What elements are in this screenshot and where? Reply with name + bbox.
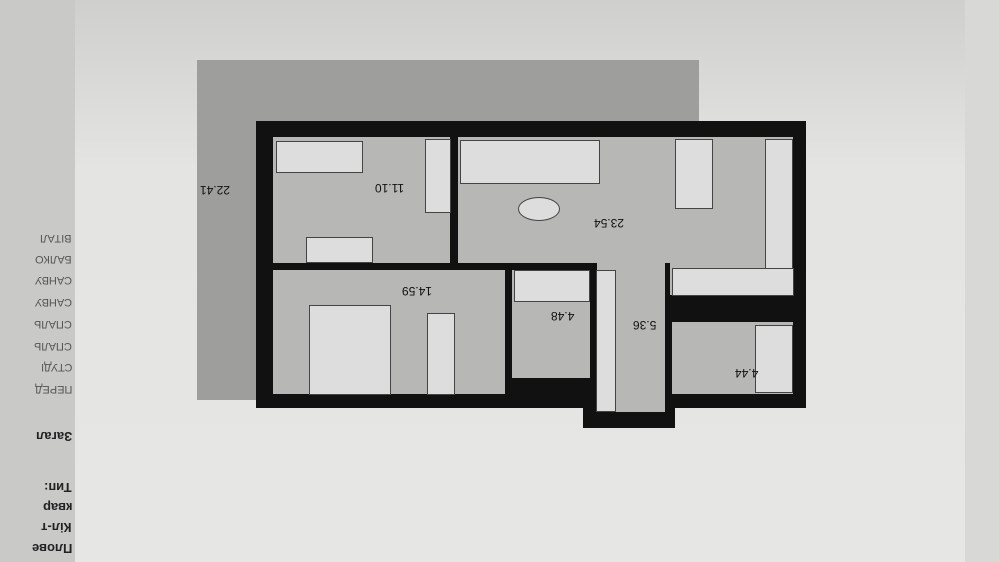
shower bbox=[755, 325, 793, 393]
kitchen-counter bbox=[672, 268, 794, 296]
wardrobe bbox=[427, 313, 455, 395]
left-page: ВІТАЛ БАЛКО САНВУ САНВУ СПАЛЬ СПАЛЬ СТУД… bbox=[0, 0, 75, 562]
area-balcony: 22.41 bbox=[200, 183, 231, 197]
coffee-table bbox=[518, 197, 560, 221]
bathtub bbox=[514, 270, 590, 302]
area-hall: 5.36 bbox=[633, 318, 657, 332]
area-bath: 4.48 bbox=[551, 309, 575, 323]
area-wc: 4.44 bbox=[735, 366, 759, 380]
desk bbox=[306, 237, 373, 263]
sofa bbox=[460, 140, 600, 184]
shelf bbox=[596, 270, 616, 412]
area-living: 23.54 bbox=[594, 216, 625, 230]
bed-single bbox=[276, 141, 363, 173]
dining-table bbox=[675, 139, 713, 209]
wardrobe bbox=[425, 139, 451, 213]
area-bedroom: 14.59 bbox=[402, 284, 433, 298]
area-bedroom-small: 11.10 bbox=[375, 181, 405, 195]
double-bed bbox=[309, 305, 391, 395]
paper-edge bbox=[965, 0, 999, 562]
